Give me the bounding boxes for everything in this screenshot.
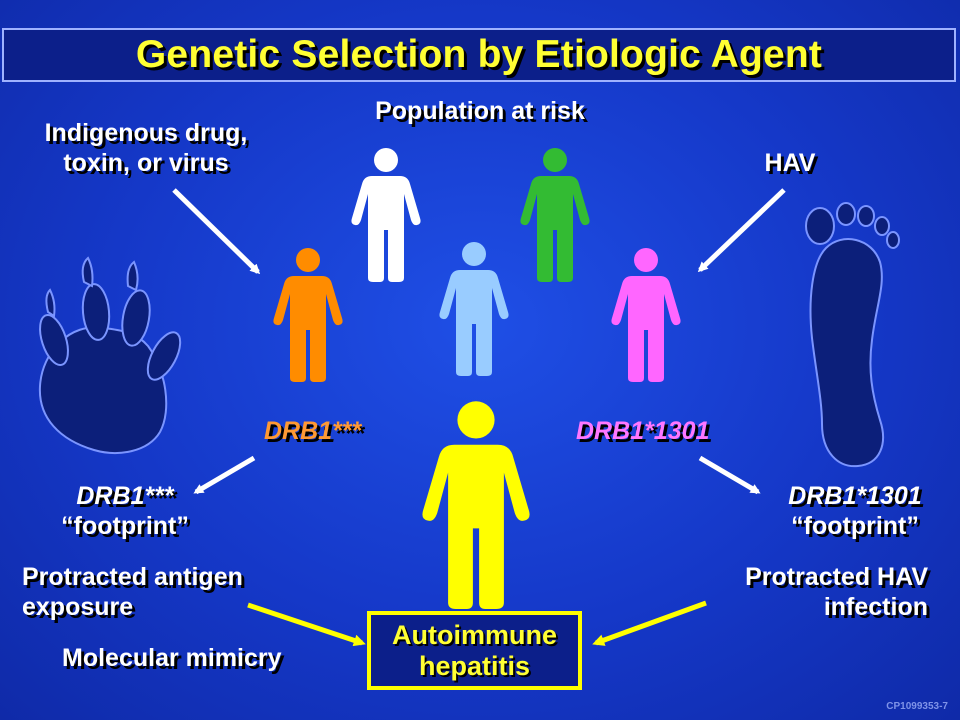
title-bar: Genetic Selection by Etiologic Agent: [2, 28, 956, 82]
slide-code: CP1099353-7: [886, 701, 948, 712]
human-footprint-icon: [805, 202, 900, 468]
mechanism-right-line1: Protracted HAV: [745, 563, 928, 591]
mechanism-left-line1: Protracted antigen: [22, 563, 243, 591]
person-icon: [273, 248, 343, 382]
arrow: [697, 188, 786, 273]
person-icon: [351, 148, 421, 282]
mechanism-left-mimicry: Molecular mimicry: [62, 644, 282, 672]
arrow: [193, 455, 256, 495]
agent-right-label: HAV: [764, 149, 816, 177]
arrow: [247, 602, 366, 647]
agent-left-line1: Indigenous drug,: [44, 119, 248, 147]
footprint-right-allele: DRB1*1301: [788, 482, 922, 510]
slide-title: Genetic Selection by Etiologic Agent: [135, 33, 823, 76]
mechanism-right-line2: infection: [823, 593, 928, 621]
footprint-left-word: “footprint”: [61, 512, 189, 540]
allele-left-label: DRB1***: [264, 417, 362, 445]
population-label: Population at risk: [375, 97, 585, 125]
person-icon: [422, 401, 530, 609]
outcome-line1: Autoimmune: [392, 619, 557, 650]
agent-left-line2: toxin, or virus: [63, 149, 229, 177]
arrow: [698, 455, 761, 495]
arrow: [592, 600, 707, 646]
footprint-right-word: “footprint”: [791, 512, 919, 540]
allele-right-label: DRB1*1301: [576, 417, 710, 445]
footprint-left-allele: DRB1***: [76, 482, 174, 510]
person-icon: [439, 242, 509, 376]
mechanism-left-line2: exposure: [22, 593, 134, 621]
paw-print-icon: [38, 256, 182, 454]
outcome-line2: hepatitis: [418, 650, 531, 681]
person-icon: [520, 148, 590, 282]
arrow: [172, 188, 261, 275]
person-icon: [611, 248, 681, 382]
outcome-box: Autoimmune hepatitis: [367, 611, 582, 690]
